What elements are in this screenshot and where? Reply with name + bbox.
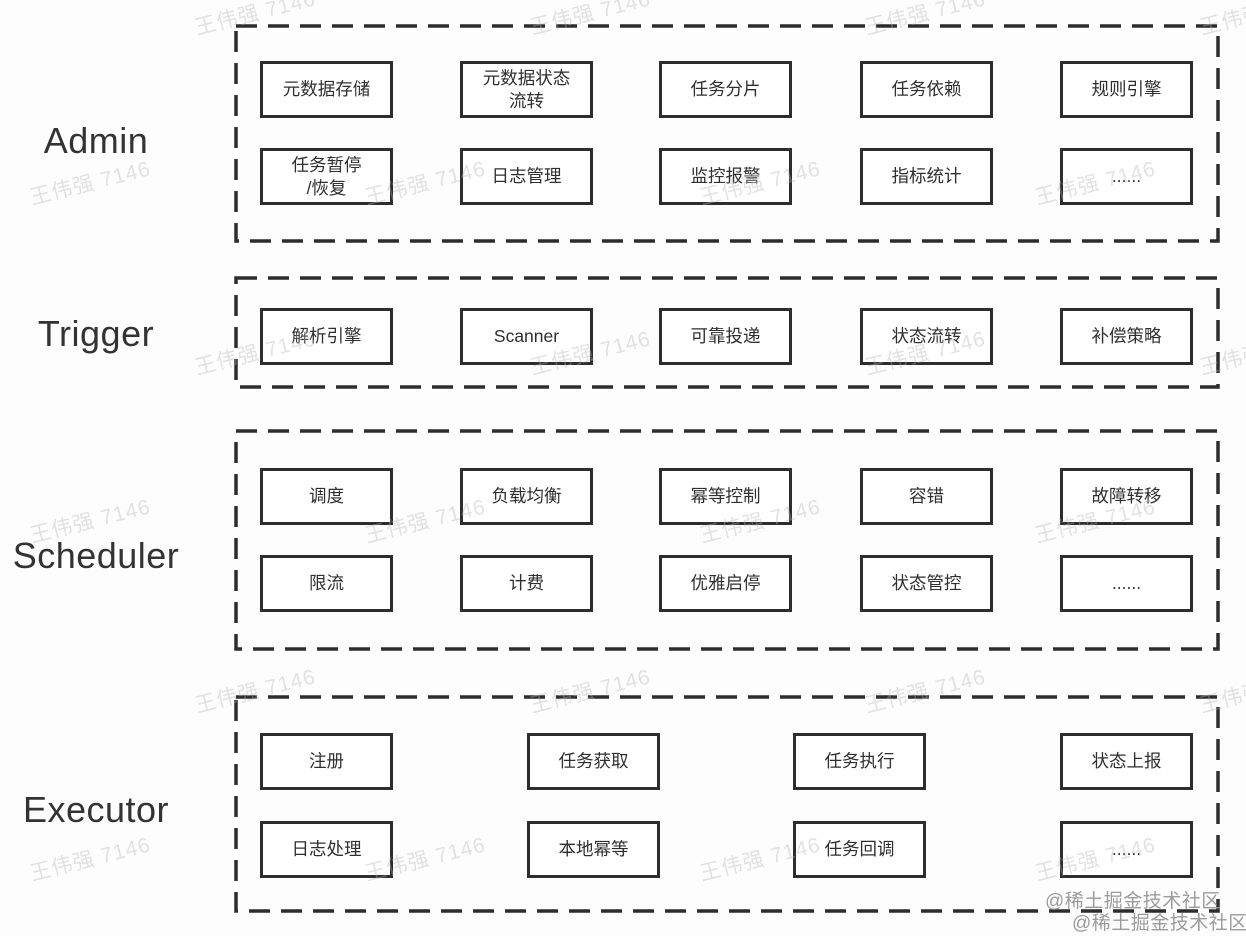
module-box-scheduler-1-2: 优雅启停 xyxy=(659,555,792,612)
module-box-admin-1-2: 监控报警 xyxy=(659,148,792,205)
layer-container-admin xyxy=(234,24,1220,243)
module-box-admin-0-2: 任务分片 xyxy=(659,61,792,118)
module-box-trigger-0-3: 状态流转 xyxy=(860,308,993,365)
layer-container-scheduler xyxy=(234,429,1220,651)
module-box-executor-0-0: 注册 xyxy=(260,733,393,790)
module-box-trigger-0-0: 解析引擎 xyxy=(260,308,393,365)
author-watermark: 王伟强 7146 xyxy=(27,833,154,886)
module-box-scheduler-0-3: 容错 xyxy=(860,468,993,525)
layer-container-executor xyxy=(234,695,1220,913)
module-box-trigger-0-1: Scanner xyxy=(460,308,593,365)
module-box-scheduler-0-2: 幂等控制 xyxy=(659,468,792,525)
module-box-executor-1-1: 本地幂等 xyxy=(527,821,660,878)
layer-label-scheduler: Scheduler xyxy=(12,535,180,576)
module-box-admin-1-0: 任务暂停 /恢复 xyxy=(260,148,393,205)
module-box-scheduler-1-3: 状态管控 xyxy=(860,555,993,612)
dashed-border-icon xyxy=(234,24,1220,243)
module-box-admin-0-1: 元数据状态 流转 xyxy=(460,61,593,118)
module-box-trigger-0-4: 补偿策略 xyxy=(1060,308,1193,365)
module-box-executor-0-1: 任务获取 xyxy=(527,733,660,790)
module-box-admin-0-0: 元数据存储 xyxy=(260,61,393,118)
module-box-scheduler-0-1: 负载均衡 xyxy=(460,468,593,525)
module-box-scheduler-1-1: 计费 xyxy=(460,555,593,612)
dashed-border-icon xyxy=(234,429,1220,651)
module-box-admin-1-3: 指标统计 xyxy=(860,148,993,205)
layer-label-trigger: Trigger xyxy=(37,313,155,354)
module-box-executor-1-2: 任务回调 xyxy=(793,821,926,878)
module-box-scheduler-1-0: 限流 xyxy=(260,555,393,612)
module-box-executor-1-3: ...... xyxy=(1060,821,1193,878)
module-box-scheduler-0-4: 故障转移 xyxy=(1060,468,1193,525)
layer-label-admin: Admin xyxy=(43,120,149,161)
module-box-trigger-0-2: 可靠投递 xyxy=(659,308,792,365)
module-box-scheduler-1-4: ...... xyxy=(1060,555,1193,612)
module-box-admin-1-4: ...... xyxy=(1060,148,1193,205)
module-box-admin-0-4: 规则引擎 xyxy=(1060,61,1193,118)
dashed-border-icon xyxy=(234,276,1220,389)
module-box-executor-0-2: 任务执行 xyxy=(793,733,926,790)
module-box-admin-1-1: 日志管理 xyxy=(460,148,593,205)
module-box-admin-0-3: 任务依赖 xyxy=(860,61,993,118)
module-box-executor-1-0: 日志处理 xyxy=(260,821,393,878)
dashed-border-icon xyxy=(234,695,1220,913)
module-box-scheduler-0-0: 调度 xyxy=(260,468,393,525)
layer-container-trigger xyxy=(234,276,1220,389)
layer-label-executor: Executor xyxy=(22,789,170,830)
module-box-executor-0-3: 状态上报 xyxy=(1060,733,1193,790)
